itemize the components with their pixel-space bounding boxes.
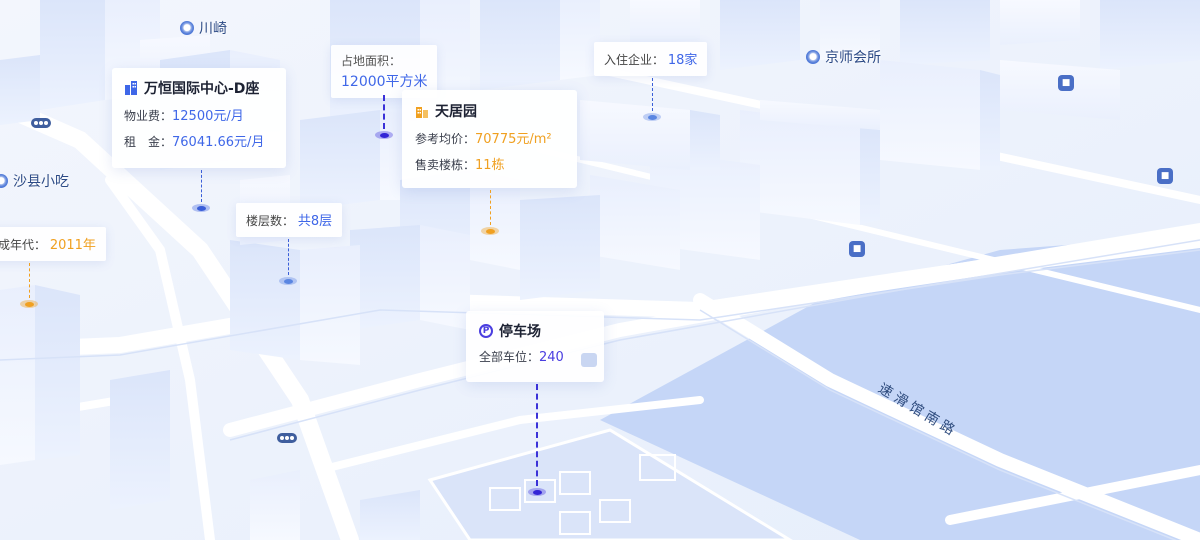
marker-stem: [536, 384, 538, 486]
location-pin-icon: ●: [180, 21, 194, 35]
building-icon: [124, 81, 138, 95]
poi-chuanqi-label: 川崎: [199, 21, 227, 37]
rent-value: 76041.66元/月: [172, 135, 265, 150]
bus-stop-icon[interactable]: ■: [1058, 75, 1074, 91]
marker-stem: [29, 263, 30, 298]
location-pin-icon: ●: [0, 174, 8, 188]
price-value: 70775元/m²: [475, 132, 552, 147]
tag-year[interactable]: 成年代： 2011年: [0, 227, 106, 261]
poi-shaxian[interactable]: ● 沙县小吃: [0, 171, 69, 191]
marker-dot[interactable]: [192, 204, 210, 212]
poi-chuanqi[interactable]: ● 川崎: [180, 18, 227, 38]
marker-stem: [652, 78, 653, 111]
floors-label: 楼层数：: [246, 214, 295, 228]
tag-companies[interactable]: 入住企业： 18家: [594, 42, 708, 76]
card-parking-title-row: P 停车场: [479, 321, 591, 341]
area-value: 12000平方米: [341, 74, 428, 90]
area-label: 占地面积：: [341, 54, 402, 68]
card-tianju-sale-row: 售卖楼栋： 11栋: [415, 154, 564, 173]
card-parking-spaces-row: 全部车位： 240: [479, 348, 591, 365]
card-tianju-title: 天居园: [435, 104, 477, 120]
card-parking[interactable]: P 停车场 全部车位： 240: [466, 311, 604, 382]
sale-value: 11栋: [475, 158, 505, 173]
card-tianju-price-row: 参考均价： 70775元/m²: [415, 128, 564, 147]
card-tianju[interactable]: 天居园 参考均价： 70775元/m² 售卖楼栋： 11栋: [402, 90, 577, 188]
marker-dot[interactable]: [528, 488, 546, 496]
marker-stem: [383, 95, 385, 129]
price-label: 参考均价：: [415, 132, 476, 146]
poi-jingshi[interactable]: ● 京师会所: [806, 47, 881, 67]
year-label: 成年代：: [0, 238, 47, 252]
spaces-label: 全部车位：: [479, 350, 540, 364]
parking-lot: [427, 428, 793, 540]
card-wanheng-title-row: 万恒国际中心-D座: [124, 78, 274, 98]
marker-dot[interactable]: [375, 131, 393, 139]
marker-stem: [490, 190, 491, 225]
fee-label: 物业费：: [124, 109, 173, 123]
year-value: 2011年: [49, 238, 96, 253]
fee-value: 12500元/月: [172, 109, 244, 124]
marker-stem: [201, 170, 202, 202]
spaces-value: 240: [539, 350, 564, 365]
card-wanheng-fee-row: 物业费： 12500元/月: [124, 105, 274, 124]
tag-area[interactable]: 占地面积： 12000平方米: [331, 45, 437, 98]
chat-icon[interactable]: [581, 353, 597, 367]
marker-dot[interactable]: [20, 300, 38, 308]
floors-value: 共8层: [297, 214, 333, 229]
open-area: [600, 235, 1200, 540]
marker-dot[interactable]: [481, 227, 499, 235]
traffic-signal-icon[interactable]: [31, 118, 51, 128]
card-tianju-title-row: 天居园: [415, 101, 564, 121]
rent-label: 租 金：: [124, 135, 173, 149]
tag-floors[interactable]: 楼层数： 共8层: [236, 203, 343, 237]
card-wanheng-title: 万恒国际中心-D座: [144, 81, 260, 97]
poi-shaxian-label: 沙县小吃: [13, 174, 69, 190]
parking-icon: P: [479, 324, 493, 338]
marker-stem: [288, 239, 289, 275]
building-icon: [415, 104, 429, 118]
companies-value: 18家: [667, 53, 698, 68]
companies-label: 入住企业：: [604, 53, 665, 67]
marker-dot[interactable]: [643, 113, 661, 121]
poi-jingshi-label: 京师会所: [825, 50, 881, 66]
card-parking-title: 停车场: [499, 324, 541, 340]
location-pin-icon: ●: [806, 50, 820, 64]
marker-dot[interactable]: [279, 277, 297, 285]
card-wanheng[interactable]: 万恒国际中心-D座 物业费： 12500元/月 租 金： 76041.66元/月: [112, 68, 286, 168]
card-wanheng-rent-row: 租 金： 76041.66元/月: [124, 131, 274, 150]
bus-stop-icon[interactable]: ■: [849, 241, 865, 257]
traffic-signal-icon[interactable]: [277, 433, 297, 443]
sale-label: 售卖楼栋：: [415, 158, 476, 172]
bus-stop-icon[interactable]: ■: [1157, 168, 1173, 184]
